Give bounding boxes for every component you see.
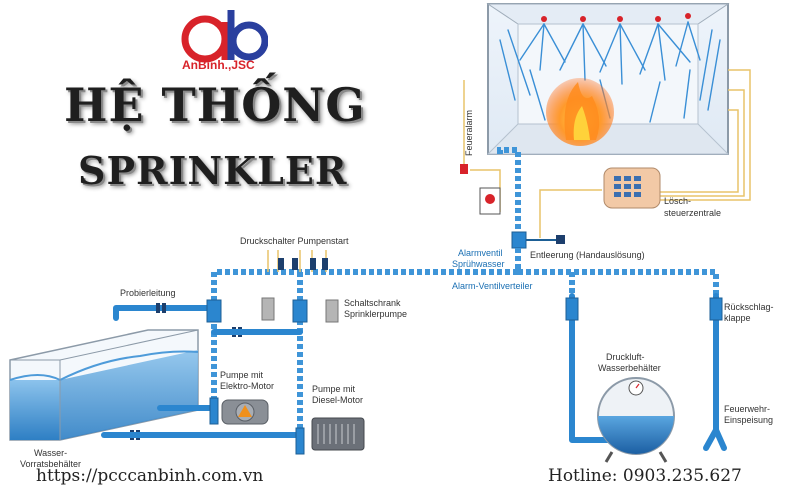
control-cabinets: Schaltschrank Sprinklerpumpe [261,297,407,323]
label-wasser-1: Wasser- [34,448,67,458]
anbinh-logo [181,10,268,63]
check-valve-3 [565,297,579,321]
label-wasser-2: Vorratsbehälter [20,459,81,469]
label-entleerung: Entleerung (Handauslösung) [530,250,645,260]
label-pumpe-diesel-1: Pumpe mit [312,384,356,394]
label-pumpe-elektro-2: Elektro-Motor [220,381,274,391]
label-schaltschrank-1: Schaltschrank [344,298,401,308]
label-rueckschlag-1: Rückschlag- [724,302,774,312]
riser-pipe [497,147,521,238]
alarm-bell-icon [485,194,495,204]
label-loesch-1: Lösch- [664,196,691,206]
fire-dept-pipe-2 [703,427,719,451]
pressure-tank: Druckluft- Wasserbehälter [597,352,675,463]
main-distributor-pipe [211,248,521,300]
label-probierleitung: Probierleitung [120,288,176,298]
label-alarmventil-1: Alarmventil [458,248,503,258]
label-rueckschlag-2: klappe [724,313,751,323]
label-feuerwehr-1: Feuerwehr- [724,404,770,414]
diesel-pump: Pumpe mit Diesel-Motor [295,384,365,455]
hotline-text: Hotline: 0903.235.627 [548,466,742,486]
brand-name: AnBinh.,JSC [182,58,255,72]
label-loesch-2: steuerzentrale [664,208,721,218]
protected-room [486,3,730,155]
check-valve-4 [709,297,723,321]
title-line-2: SPRINKLER [78,148,348,193]
control-center: Lösch- steuerzentrale [603,167,721,218]
label-feuerwehr-2: Einspeisung [724,415,773,425]
title-line-1: HỆ THỐNG [64,78,366,132]
fire-alarm: Feueralarm [460,110,501,215]
distributor-right [518,269,719,296]
drain-valve-icon [556,235,565,244]
label-pumpe-diesel-2: Diesel-Motor [312,395,363,405]
label-druckschalter: Druckschalter Pumpenstart [240,236,349,246]
label-druckluft-2: Wasserbehälter [598,363,661,373]
label-alarmventil-2: Sprühwasser [452,259,505,269]
test-line-pipe [113,305,213,321]
water-storage-tank: Wasser- Vorratsbehälter [9,329,199,469]
website-link[interactable]: https://pcccanbinh.com.vn [36,466,264,486]
label-feueralarm: Feueralarm [464,110,474,156]
label-alarm-ventilverteiler: Alarm-Ventilverteiler [452,281,533,291]
pressure-tank-pipe [569,293,615,443]
check-valve-1 [206,299,222,323]
warning-icon [238,405,252,417]
label-pumpe-elektro-1: Pumpe mit [220,370,264,380]
alarm-valve: Alarmventil Sprühwasser Entleerung (Hand… [452,231,645,269]
label-schaltschrank-2: Sprinklerpumpe [344,309,407,319]
electric-pump: Pumpe mit Elektro-Motor [209,370,274,425]
check-valve-2 [292,299,308,323]
pressure-switches: Druckschalter Pumpenstart [240,236,349,272]
label-druckluft-1: Druckluft- [606,352,645,362]
water-spray [499,21,721,123]
sprinkler-heads [541,13,691,22]
